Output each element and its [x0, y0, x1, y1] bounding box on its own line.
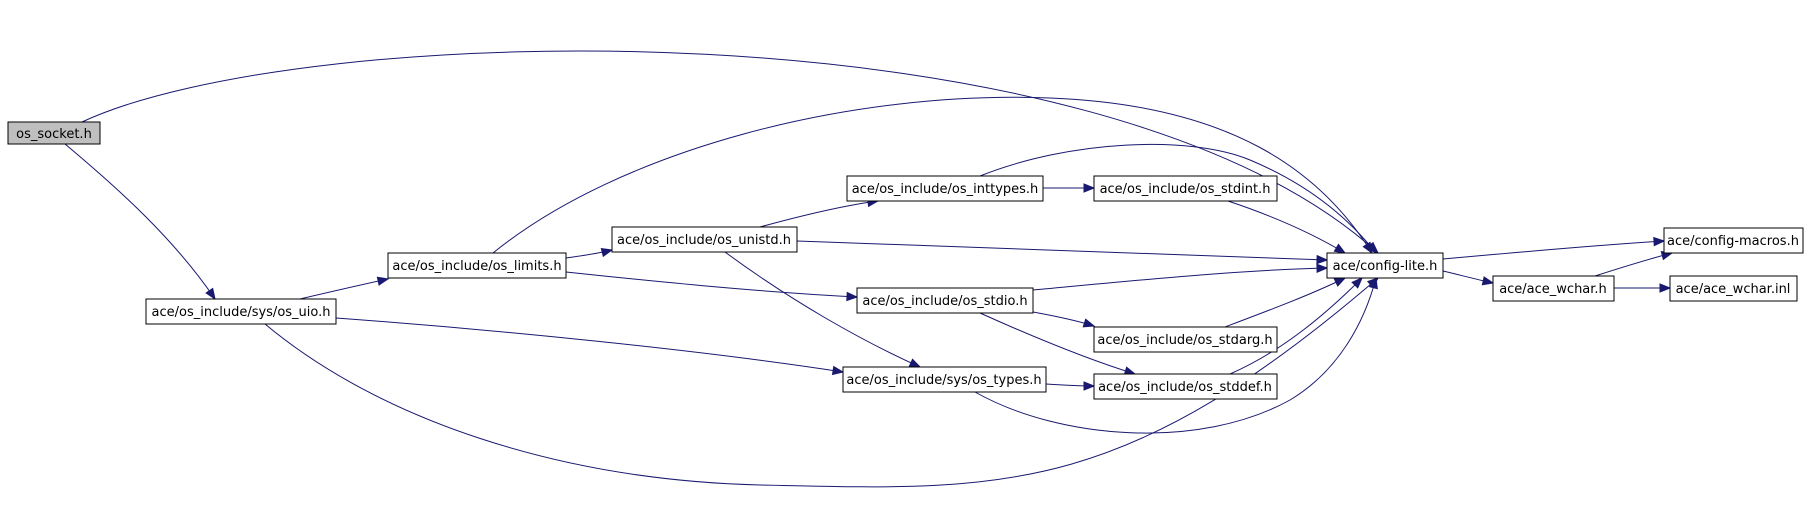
edge-os-limits-to-os-unistd: [565, 247, 614, 259]
edge-line: [81, 50, 1379, 254]
arrowhead: [1351, 277, 1363, 289]
edge-os-inttypes-to-os-stdint: [1043, 183, 1096, 193]
arrowhead: [1082, 318, 1096, 328]
edge-os-inttypes-to-config-lite: [979, 143, 1377, 255]
arrowhead: [1316, 254, 1329, 265]
node-os-socket[interactable]: os_socket.h: [7, 121, 101, 145]
edge-line: [264, 277, 1379, 488]
edge-layer: [64, 50, 1674, 488]
node-label: ace/os_include/os_unistd.h: [617, 233, 791, 248]
arrowhead: [1333, 277, 1347, 287]
node-label: ace/config-macros.h: [1667, 234, 1799, 249]
node-config-lite[interactable]: ace/config-lite.h: [1326, 252, 1444, 279]
arrowhead: [1316, 263, 1329, 273]
arrowhead: [1083, 183, 1096, 193]
node-label: ace/os_include/sys/os_types.h: [846, 373, 1041, 388]
edge-line: [1229, 277, 1363, 375]
edge-line: [979, 143, 1377, 254]
arrowhead: [1659, 283, 1672, 293]
edge-os-unistd-to-config-lite: [796, 240, 1329, 265]
node-label: ace/os_include/os_stdio.h: [862, 294, 1027, 309]
edge-ace-wchar-h-to-ace-wchar-inl: [1614, 283, 1672, 293]
node-ace-wchar-inl[interactable]: ace/ace_wchar.inl: [1669, 275, 1798, 302]
edge-os-stddef-to-config-lite: [1229, 277, 1363, 375]
edge-os-types-to-os-stddef: [1045, 381, 1096, 391]
edge-config-lite-to-config-macros: [1442, 236, 1666, 260]
arrowhead: [1653, 236, 1666, 247]
arrowhead: [600, 247, 614, 258]
node-label: ace/os_include/os_stdint.h: [1100, 182, 1271, 197]
node-os-types[interactable]: ace/os_include/sys/os_types.h: [842, 366, 1047, 393]
edge-line: [1442, 240, 1665, 260]
edge-os-uio-to-os-limits: [299, 276, 390, 300]
edge-line: [1227, 200, 1346, 254]
arrowhead: [205, 287, 216, 301]
node-os-stdint[interactable]: ace/os_include/os_stdint.h: [1093, 175, 1278, 202]
edge-line: [64, 143, 216, 300]
arrowhead: [1083, 381, 1096, 391]
edge-os-types-to-config-lite: [974, 276, 1378, 434]
edge-line: [492, 96, 1373, 254]
edge-os-stdio-to-config-lite: [1032, 263, 1329, 291]
edge-line: [759, 200, 879, 228]
node-os-stdio[interactable]: ace/os_include/os_stdio.h: [856, 287, 1034, 314]
edge-os-socket-to-config-lite: [81, 50, 1379, 254]
edge-line: [335, 317, 844, 373]
node-os-stddef[interactable]: ace/os_include/os_stddef.h: [1093, 373, 1278, 400]
arrowhead: [376, 276, 390, 286]
node-config-macros[interactable]: ace/config-macros.h: [1663, 227, 1804, 254]
edge-line: [1224, 277, 1346, 328]
edge-line: [796, 240, 1328, 261]
edge-config-lite-to-ace-wchar-h: [1442, 270, 1495, 286]
arrowhead: [1333, 243, 1347, 254]
node-ace-wchar-h[interactable]: ace/ace_wchar.h: [1492, 275, 1615, 302]
node-label: ace/os_include/sys/os_uio.h: [152, 305, 331, 320]
arrowhead: [846, 291, 859, 302]
edge-ace-wchar-h-to-config-macros: [1594, 251, 1674, 277]
edge-line: [1594, 252, 1673, 277]
edge-os-stdio-to-os-stdarg: [1032, 311, 1096, 328]
edge-os-uio-to-os-types: [335, 317, 845, 376]
edge-os-socket-to-os-uio: [64, 143, 216, 301]
node-label: ace/os_include/os_stddef.h: [1098, 380, 1272, 395]
node-label: ace/os_include/os_stdarg.h: [1097, 333, 1272, 348]
arrowhead: [831, 365, 845, 376]
edge-line: [1032, 267, 1328, 291]
edge-line: [565, 271, 858, 298]
arrowhead: [1481, 276, 1495, 286]
node-label: os_socket.h: [16, 127, 92, 142]
node-os-limits[interactable]: ace/os_include/os_limits.h: [387, 252, 567, 279]
arrowhead: [1368, 276, 1378, 290]
node-label: ace/ace_wchar.inl: [1676, 282, 1791, 297]
edge-os-limits-to-os-stdio: [565, 271, 859, 302]
edge-line: [724, 251, 921, 368]
node-label: ace/os_include/os_limits.h: [392, 259, 561, 274]
node-os-stdarg[interactable]: ace/os_include/os_stdarg.h: [1093, 326, 1278, 353]
edge-line: [299, 278, 389, 300]
node-label: ace/os_include/os_inttypes.h: [852, 182, 1039, 197]
node-layer: os_socket.h ace/os_include/sys/os_uio.h …: [7, 121, 1804, 400]
node-label: ace/ace_wchar.h: [1499, 282, 1607, 297]
node-os-inttypes[interactable]: ace/os_include/os_inttypes.h: [846, 175, 1044, 202]
node-label: ace/config-lite.h: [1333, 259, 1438, 274]
edge-os-stdint-to-config-lite: [1227, 200, 1347, 254]
edge-line: [979, 312, 1136, 375]
arrowhead: [1365, 241, 1377, 255]
edge-line: [974, 277, 1377, 434]
node-os-uio[interactable]: ace/os_include/sys/os_uio.h: [145, 298, 337, 325]
edge-os-unistd-to-os-inttypes: [759, 197, 880, 228]
node-os-unistd[interactable]: ace/os_include/os_unistd.h: [611, 226, 798, 253]
arrowhead: [908, 358, 922, 368]
